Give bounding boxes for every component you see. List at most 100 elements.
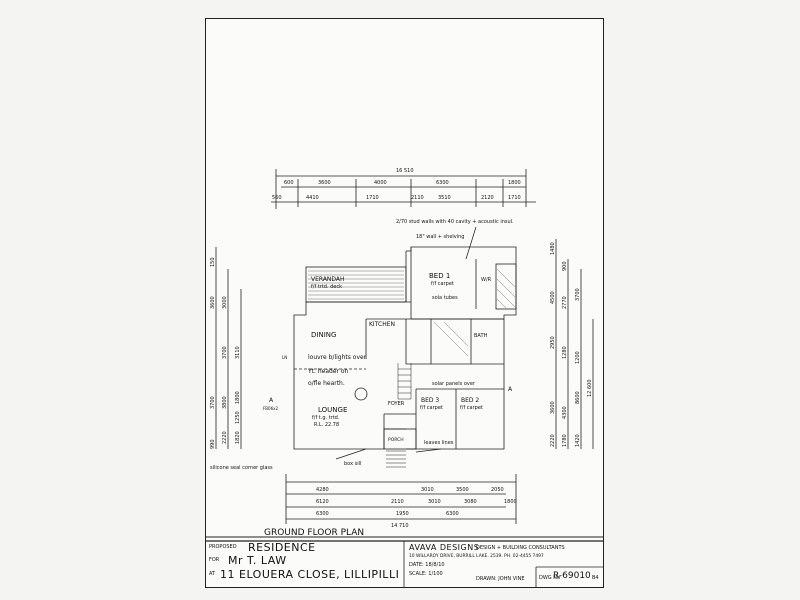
note-fb: FB06x2 [263,406,279,411]
dim-right-6: 1280 [562,346,568,359]
site-address: 11 ELOUERA CLOSE, LILLIPILLI [220,568,400,581]
at-label: AT [209,571,216,577]
dim-left-8: 1250 [235,411,241,424]
dim-top1-3: 6300 [436,180,449,186]
room-porch: PORCH [388,437,404,443]
dim-right-11: 12 600 [587,380,593,398]
dim-left-9: 2220 [222,431,228,444]
dim-top1-4: 1800 [508,180,521,186]
dwg-label: DWG No [539,575,561,581]
drawing-sheet: 16 510 600 3600 4000 6300 1800 560 4410 … [205,18,604,588]
dim-top2-0: 560 [272,195,282,201]
note-rl: R.L. 22.78 [314,422,339,428]
dim-left-10: 1820 [235,431,241,444]
dim-bot1-1: 3010 [421,487,434,493]
room-foyer: FOYER [388,401,405,407]
dim-right-5: 2950 [550,336,556,349]
dim-left-11: 990 [210,439,216,449]
proposed-label: PROPOSED [209,544,237,550]
dim-top1-1: 3600 [318,180,331,186]
room-bath: BATH [474,333,488,339]
room-bed1-note: f/f carpet [431,281,454,287]
room-bed1: BED 1 [429,272,450,280]
dim-bot2-3: 3080 [464,499,477,505]
room-lounge-note: f/f t.g. trtd. [312,415,340,421]
dim-top2-9: 2120 [481,195,494,201]
dim-right-9: 4300 [562,406,568,419]
dim-bot3-1: 1950 [396,511,409,517]
dim-top2-11: 1710 [508,195,521,201]
dim-right-4: 3700 [575,288,581,301]
dim-left-7: 1800 [235,391,241,404]
dim-right-7: 1200 [575,351,581,364]
dim-right-2: 4500 [550,291,556,304]
project-name: RESIDENCE [248,541,316,554]
note-ln: LN [282,355,287,360]
dwg-number: R-69010 [553,571,591,581]
dim-right-12: 2220 [550,434,556,447]
dim-left-3: 3700 [222,346,228,359]
dim-top2-3: 1710 [366,195,379,201]
note-wall-shelving: 18" wall + shelving [416,234,464,240]
room-bed3-note: f/f carpet [420,405,443,411]
client-name: Mr T. LAW [228,554,287,567]
dim-bot2-0: 6120 [316,499,329,505]
dim-bottom-total: 14 710 [391,523,409,529]
dim-bot2-1: 2110 [391,499,404,505]
dim-bot2-4: 1800 [504,499,517,505]
drawn-by: DRAWN: JOHN VINE [476,576,525,582]
dim-left-6: 3800 [222,396,228,409]
dim-left-1: 3600 [210,296,216,309]
dim-bot1-3: 2050 [491,487,504,493]
drawing-date: DATE: 18/8/10 [409,562,445,568]
section-a-left: A [269,397,274,404]
note-leaves: leaves lines [424,440,454,446]
note-hearth: o/fle hearth. [308,380,345,387]
note-solar-panels: solar panels over [432,381,476,387]
dim-right-0: 1480 [550,242,556,255]
note-silicone: silicone seal corner glass [210,465,273,471]
dim-left-4: 3110 [235,346,241,359]
dim-top2-5: 2110 [411,195,424,201]
room-kitchen: KITCHEN [369,321,395,328]
room-verandah-note: f/f trtd. deck [311,284,342,290]
room-bed2: BED 2 [461,397,479,404]
room-lounge: LOUNGE [318,406,347,414]
note-box-sill: box sill [344,461,361,467]
dim-bot2-2: 3010 [428,499,441,505]
drawing-title: GROUND FLOOR PLAN [264,528,365,538]
dim-top2-1: 4410 [306,195,319,201]
dim-bot1-2: 3500 [456,487,469,493]
dim-bot1-0: 4280 [316,487,329,493]
note-stud-walls: 2/70 stud walls with 40 cavity + acousti… [396,219,514,225]
dim-top2-7: 3510 [438,195,451,201]
dim-right-3: 2770 [562,296,568,309]
dim-right-14: 1420 [575,434,581,447]
note-header: Yt. header on [307,368,349,375]
dim-left-0: 150 [210,257,216,267]
dim-top1-0: 600 [284,180,294,186]
dim-top-total: 16 510 [396,168,414,174]
revision: B4 [592,575,599,581]
company-name: AVAVA DESIGNS [409,543,480,552]
for-label: FOR [209,557,220,563]
section-a-right: A [508,386,513,393]
dim-right-10: 8600 [575,391,581,404]
room-verandah: VERANDAH [311,276,345,283]
dim-bot3-2: 6300 [446,511,459,517]
note-sola-tubes: sola tubes [432,295,458,301]
dim-left-5: 3700 [210,396,216,409]
room-dining: DINING [311,331,336,339]
room-bed2-note: f/f carpet [460,405,483,411]
dim-right-8: 3600 [550,401,556,414]
room-bed3: BED 3 [421,397,439,404]
dim-left-2: 3000 [222,296,228,309]
note-louvre: louvre b/lights over [308,354,367,361]
dim-bot3-0: 6300 [316,511,329,517]
dim-top1-2: 4000 [374,180,387,186]
drawing-scale: SCALE: 1/100 [409,571,443,577]
dim-right-1: 900 [562,261,568,271]
company-address: 10 WILLAROY DRIVE, BURRILL LAKE. 2539. P… [409,554,544,559]
dim-right-13: 1780 [562,434,568,447]
company-desc: DESIGN + BUILDING CONSULTANTS [476,545,565,551]
